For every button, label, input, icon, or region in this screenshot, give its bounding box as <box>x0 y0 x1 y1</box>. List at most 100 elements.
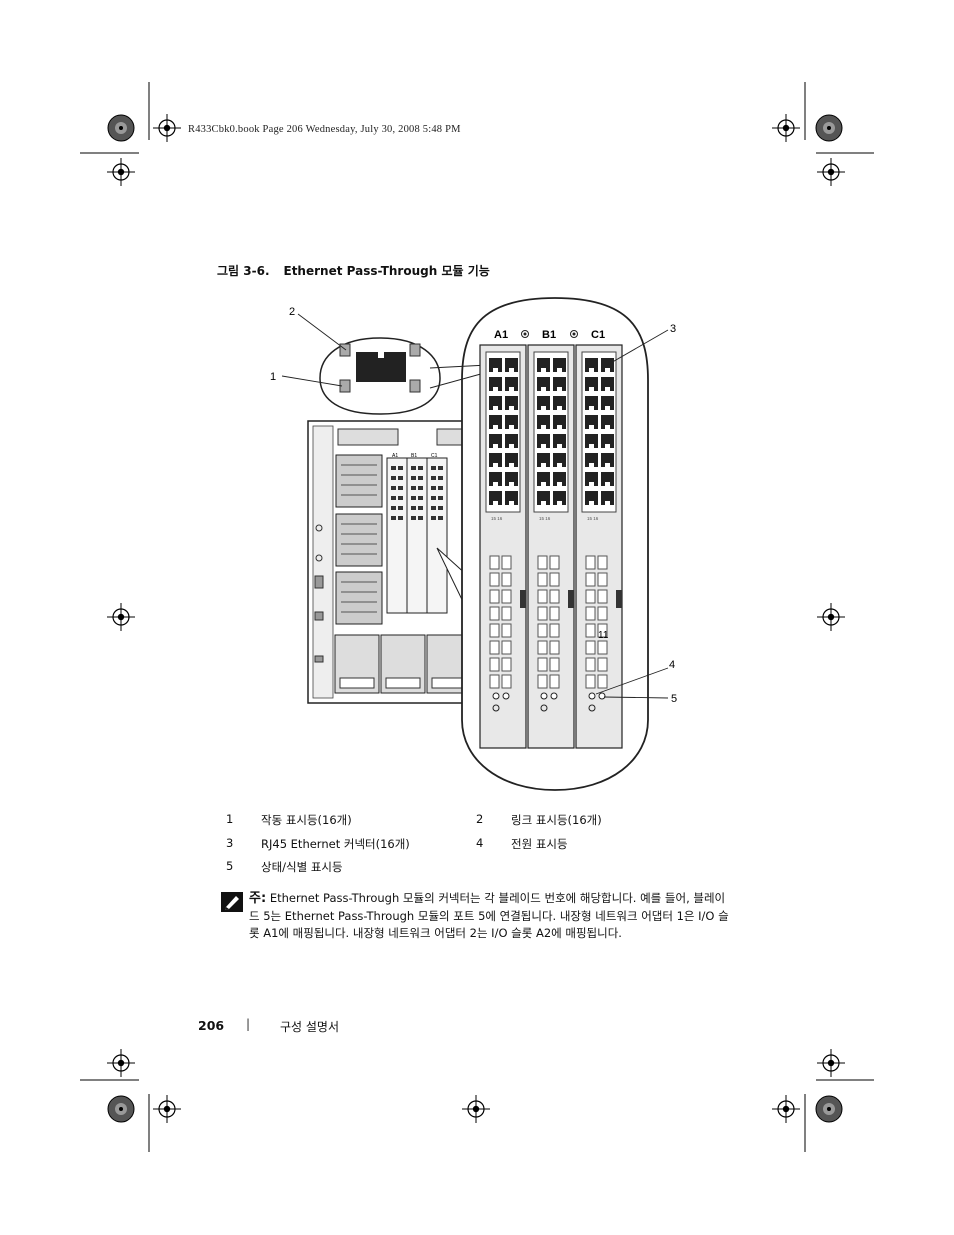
rj45-port-icon <box>489 434 502 448</box>
port-number-block <box>501 589 512 604</box>
port-number-block <box>549 640 560 655</box>
note-label: 주: <box>249 891 267 906</box>
figure-number: 그림 3-6. <box>217 264 270 278</box>
module-latch <box>616 590 622 608</box>
rj45-port-notch <box>557 482 562 486</box>
legend-text-2: 링크 표시등(16개) <box>511 813 602 827</box>
rj45-port-icon <box>601 415 614 429</box>
rj45-port-notch <box>557 368 562 372</box>
rj45-port-icon <box>505 491 518 505</box>
rj45-port-icon <box>553 472 566 486</box>
rj45-port-icon <box>601 377 614 391</box>
rj45-port-icon <box>553 396 566 410</box>
page-number: 206 <box>198 1018 225 1033</box>
rj45-port-notch <box>589 406 594 410</box>
port-number-block <box>537 572 548 587</box>
port-number-block <box>537 589 548 604</box>
port-number-block <box>489 589 500 604</box>
rj45-port-icon <box>601 396 614 410</box>
pass-through-module-b1 <box>527 344 575 749</box>
rj45-port-notch <box>541 368 546 372</box>
rj45-port-notch <box>541 425 546 429</box>
rj45-port-icon <box>489 396 502 410</box>
module-latch <box>520 590 526 608</box>
rj45-port-notch <box>557 406 562 410</box>
rj45-port-notch <box>509 425 514 429</box>
rj45-port-icon <box>553 358 566 372</box>
note-text: Ethernet Pass-Through 모듈의 커넥터는 각 블레이드 번호… <box>249 891 729 940</box>
module-label-c1: C1 <box>591 329 605 341</box>
rj45-port-notch <box>605 463 610 467</box>
rj45-port-icon <box>585 434 598 448</box>
status-led-icon <box>540 692 548 700</box>
port-number-block <box>501 674 512 689</box>
rj45-port-icon <box>601 491 614 505</box>
port-row-label-b1: 15 16 <box>539 516 551 521</box>
legend-num-1: 1 <box>226 812 234 826</box>
rj45-port-notch <box>557 425 562 429</box>
power-led-icon <box>588 704 596 712</box>
rj45-port-notch <box>493 406 498 410</box>
status-led-icon <box>598 692 606 700</box>
port-number-block <box>597 555 608 570</box>
port-number-block <box>501 606 512 621</box>
port-number-block <box>549 555 560 570</box>
rj45-port-notch <box>509 387 514 391</box>
legend-num-3: 3 <box>226 836 234 850</box>
legend-num-5: 5 <box>226 859 234 873</box>
port-number-block <box>585 674 596 689</box>
rj45-port-notch <box>605 368 610 372</box>
rj45-port-icon <box>537 453 550 467</box>
status-led-icon <box>502 692 510 700</box>
rj45-port-notch <box>605 482 610 486</box>
rj45-port-notch <box>509 406 514 410</box>
port-number-block <box>597 572 608 587</box>
rj45-port-icon <box>585 415 598 429</box>
rj45-port-icon <box>537 377 550 391</box>
figure-title: Ethernet Pass-Through 모듈 기능 <box>283 264 490 278</box>
rj45-port-icon <box>585 472 598 486</box>
rj45-port-notch <box>589 425 594 429</box>
port-number-block <box>489 657 500 672</box>
port-number-block <box>501 657 512 672</box>
rj45-port-notch <box>605 387 610 391</box>
port-row-label-c1: 15 16 <box>587 516 599 521</box>
rj45-port-icon <box>553 434 566 448</box>
rj45-port-notch <box>493 444 498 448</box>
callout-2: 2 <box>289 306 295 318</box>
rj45-port-icon <box>537 434 550 448</box>
port-number-block <box>489 640 500 655</box>
rj45-port-notch <box>493 425 498 429</box>
callout-1: 1 <box>270 371 276 383</box>
rj45-port-icon <box>553 453 566 467</box>
port-number-block <box>585 657 596 672</box>
rj45-port-notch <box>541 387 546 391</box>
port-number-block <box>549 657 560 672</box>
port-number-block <box>597 606 608 621</box>
rj45-port-notch <box>605 425 610 429</box>
rj45-port-icon <box>585 377 598 391</box>
rj45-port-notch <box>557 501 562 505</box>
rj45-port-icon <box>505 434 518 448</box>
module-label-a1: A1 <box>494 329 508 341</box>
rj45-port-icon <box>489 491 502 505</box>
callout-5: 5 <box>671 693 677 705</box>
port-number-block <box>537 623 548 638</box>
legend-text-1: 작동 표시등(16개) <box>261 813 352 827</box>
port-number-block <box>597 589 608 604</box>
rj45-port-icon <box>553 377 566 391</box>
rj45-port-notch <box>589 387 594 391</box>
port-number-block <box>537 606 548 621</box>
rj45-port-notch <box>509 501 514 505</box>
power-led-icon <box>540 704 548 712</box>
rj45-port-notch <box>557 444 562 448</box>
port-number-block <box>597 623 608 638</box>
rj45-port-notch <box>605 501 610 505</box>
status-led-icon <box>550 692 558 700</box>
rj45-port-icon <box>537 472 550 486</box>
port-number-block <box>585 623 596 638</box>
rj45-port-notch <box>541 482 546 486</box>
rj45-port-icon <box>601 434 614 448</box>
